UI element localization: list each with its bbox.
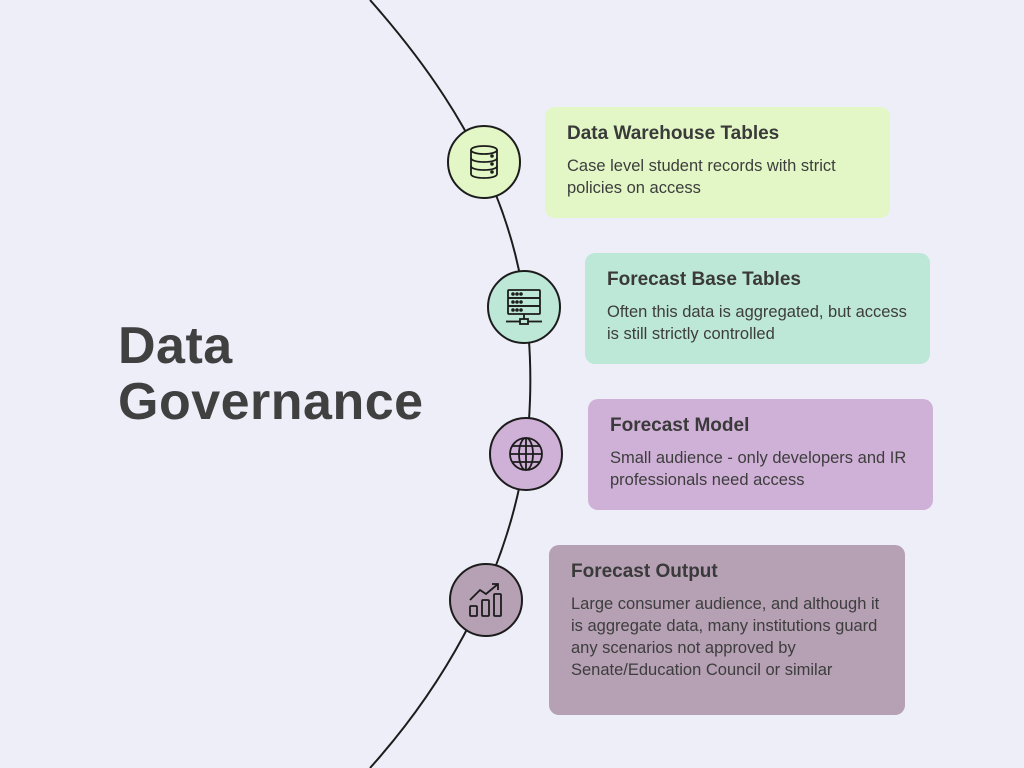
page-title-line1: Data bbox=[118, 317, 233, 375]
card-title: Forecast Base Tables bbox=[607, 269, 801, 290]
card-data-warehouse: Data Warehouse Tables Case level student… bbox=[545, 107, 890, 218]
card-forecast-model: Forecast Model Small audience - only dev… bbox=[588, 399, 933, 510]
node-forecast-model bbox=[489, 417, 563, 491]
card-description: Large consumer audience, and although it… bbox=[571, 595, 880, 679]
node-data-warehouse bbox=[447, 125, 521, 199]
arc-line bbox=[369, 0, 532, 768]
card-description: Case level student records with strict p… bbox=[567, 157, 836, 197]
globe-icon bbox=[509, 437, 543, 471]
card-description: Small audience - only developers and IR … bbox=[610, 449, 907, 489]
node-forecast-output bbox=[449, 563, 523, 637]
page-title-line2: Governance bbox=[118, 373, 424, 431]
database-icon bbox=[470, 145, 498, 179]
card-description: Often this data is aggregated, but acces… bbox=[607, 303, 907, 343]
page-title: Data Governance bbox=[118, 318, 424, 430]
card-title: Data Warehouse Tables bbox=[567, 123, 780, 144]
card-forecast-base: Forecast Base Tables Often this data is … bbox=[585, 253, 930, 364]
bar-chart-growth-icon bbox=[469, 583, 502, 617]
server-network-icon bbox=[506, 289, 542, 325]
card-forecast-output: Forecast Output Large consumer audience,… bbox=[549, 545, 905, 715]
card-title: Forecast Output bbox=[571, 561, 718, 582]
node-forecast-base bbox=[487, 270, 561, 344]
card-title: Forecast Model bbox=[610, 415, 750, 436]
